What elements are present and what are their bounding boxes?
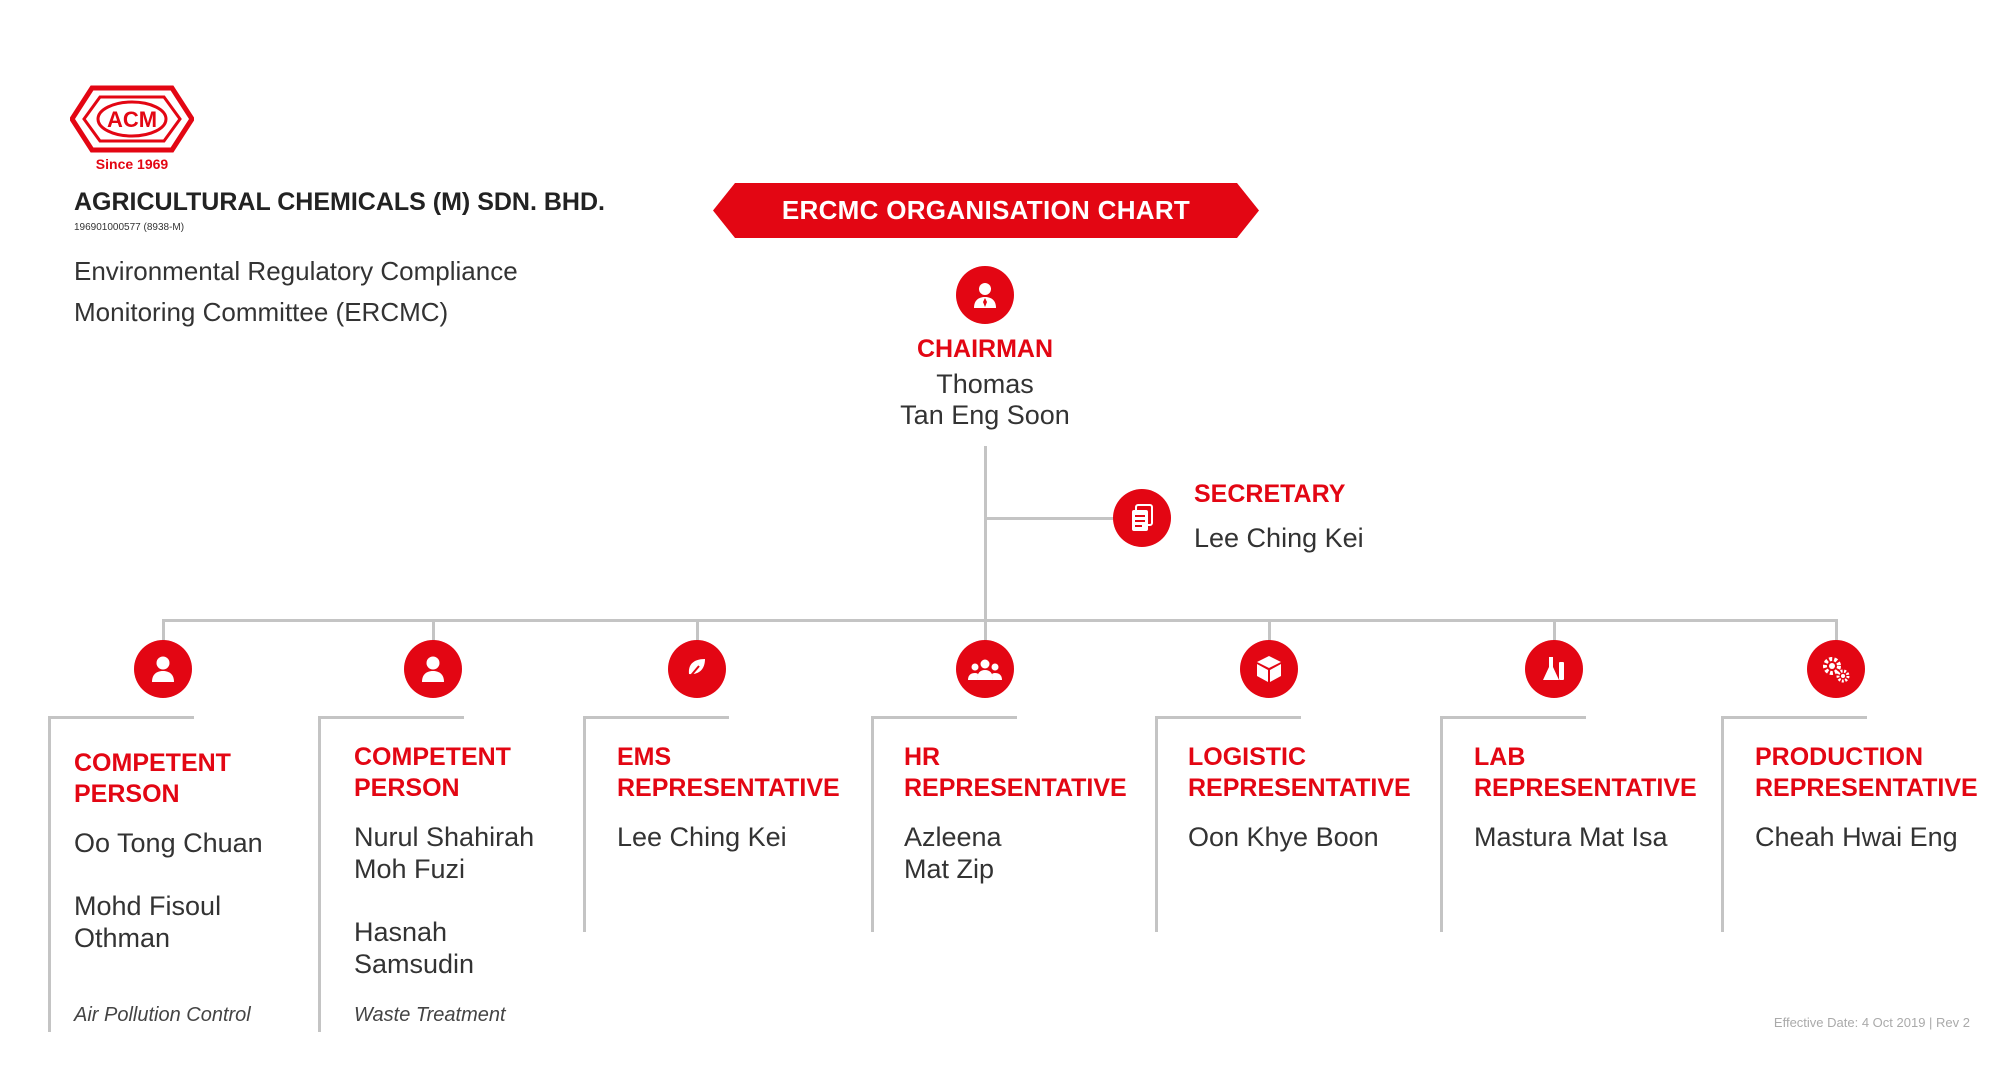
document-icon xyxy=(1113,489,1171,547)
secretary-branch-line xyxy=(984,517,1114,520)
horizontal-bus-line xyxy=(162,619,1838,622)
column-side-line-6 xyxy=(1440,716,1443,932)
member-6-role-line1: LAB xyxy=(1474,743,1526,771)
chairman-name-line1: Thomas xyxy=(936,369,1034,399)
member-2-person-1-line1: Nurul Shahirah xyxy=(354,822,535,852)
member-1-role-line1: COMPETENT xyxy=(74,749,231,777)
member-3-role-line1: EMS xyxy=(617,743,672,771)
logo-text: ACM xyxy=(107,107,157,132)
member-1-role-line2: PERSON xyxy=(74,780,180,808)
column-top-line-5 xyxy=(1155,716,1301,719)
flask-icon xyxy=(1525,640,1583,698)
gears-icon xyxy=(1807,640,1865,698)
member-4-role-line1: HR xyxy=(904,743,941,771)
box-icon xyxy=(1240,640,1298,698)
column-side-line-3 xyxy=(583,716,586,932)
column-top-line-6 xyxy=(1440,716,1586,719)
column-top-line-1 xyxy=(48,716,194,719)
column-side-line-7 xyxy=(1721,716,1724,932)
company-registration: 196901000577 (8938-M) xyxy=(74,222,185,233)
company-name: AGRICULTURAL CHEMICALS (M) SDN. BHD. xyxy=(74,188,605,216)
column-top-line-3 xyxy=(583,716,729,719)
trunk-line xyxy=(984,446,987,622)
column-side-line-1 xyxy=(48,716,51,1032)
member-2-role-line1: COMPETENT xyxy=(354,743,511,771)
chairman-role: CHAIRMAN xyxy=(916,335,1054,363)
committee-name-line2: Monitoring Committee (ERCMC) xyxy=(74,297,449,327)
member-4-person-1-line2: Mat Zip xyxy=(904,854,995,884)
member-6-person-1-line1: Mastura Mat Isa xyxy=(1474,822,1668,852)
member-2-person-1-line2: Moh Fuzi xyxy=(354,854,466,884)
committee-name-line1: Environmental Regulatory Compliance xyxy=(74,256,518,286)
member-1-note: Air Pollution Control xyxy=(74,1004,251,1026)
user-tie-icon xyxy=(956,266,1014,324)
member-2-role-line2: PERSON xyxy=(354,774,460,802)
member-1-person-2-line1: Mohd Fisoul xyxy=(74,891,222,921)
member-2-person-2-line2: Samsudin xyxy=(354,949,475,979)
logo-since-text: Since 1969 xyxy=(95,156,169,172)
leaf-icon xyxy=(668,640,726,698)
member-2-note: Waste Treatment xyxy=(354,1004,506,1026)
user-icon xyxy=(134,640,192,698)
member-5-role-line2: REPRESENTATIVE xyxy=(1188,774,1411,802)
effective-date: Effective Date: 4 Oct 2019 | Rev 2 xyxy=(1773,1015,1970,1030)
chairman-name-line2: Tan Eng Soon xyxy=(900,400,1070,430)
column-side-line-2 xyxy=(318,716,321,1032)
member-6-role-line2: REPRESENTATIVE xyxy=(1474,774,1697,802)
member-5-person-1-line1: Oon Khye Boon xyxy=(1188,822,1379,852)
member-3-role-line2: REPRESENTATIVE xyxy=(617,774,840,802)
column-side-line-5 xyxy=(1155,716,1158,932)
group-icon xyxy=(956,640,1014,698)
member-1-person-2-line2: Othman xyxy=(74,923,171,953)
member-1-person-1-line1: Oo Tong Chuan xyxy=(74,828,263,858)
column-top-line-2 xyxy=(318,716,464,719)
member-4-role-line2: REPRESENTATIVE xyxy=(904,774,1127,802)
user-icon xyxy=(404,640,462,698)
column-top-line-7 xyxy=(1721,716,1867,719)
member-3-person-1-line1: Lee Ching Kei xyxy=(617,822,787,852)
member-7-role-line1: PRODUCTION xyxy=(1755,743,1924,771)
secretary-name: Lee Ching Kei xyxy=(1194,523,1364,553)
chart-title: ERCMC ORGANISATION CHART xyxy=(781,195,1191,225)
member-5-role-line1: LOGISTIC xyxy=(1188,743,1307,771)
member-2-person-2-line1: Hasnah xyxy=(354,917,448,947)
column-top-line-4 xyxy=(871,716,1017,719)
member-4-person-1-line1: Azleena xyxy=(904,822,1002,852)
acm-logo: ACM xyxy=(70,84,194,180)
chart-title-banner: ERCMC ORGANISATION CHART xyxy=(713,183,1259,238)
member-7-role-line2: REPRESENTATIVE xyxy=(1755,774,1978,802)
column-side-line-4 xyxy=(871,716,874,932)
member-7-person-1-line1: Cheah Hwai Eng xyxy=(1755,822,1958,852)
secretary-role: SECRETARY xyxy=(1194,480,1346,508)
